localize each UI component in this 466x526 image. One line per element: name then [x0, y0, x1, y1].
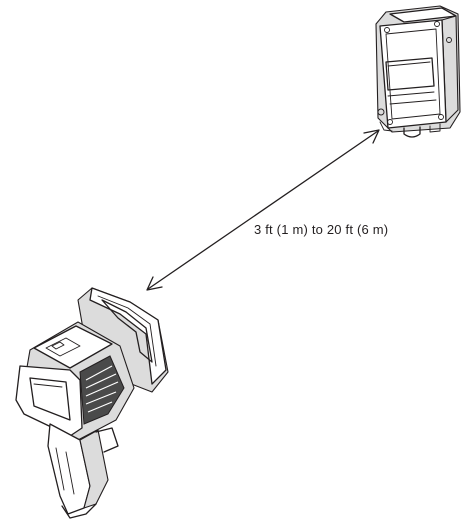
distance-range-label: 3 ft (1 m) to 20 ft (6 m)	[254, 222, 388, 237]
handheld-camera	[15, 287, 169, 519]
distance-arrow	[146, 129, 380, 291]
mounted-target-device	[375, 5, 461, 138]
